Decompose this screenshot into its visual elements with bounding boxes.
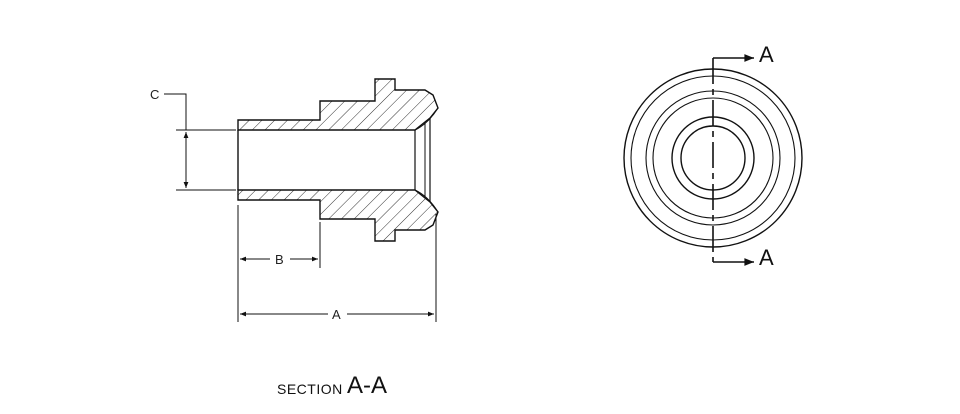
dimension-a-label: A	[332, 307, 341, 322]
section-title: SECTION A-A	[277, 372, 387, 399]
section-view	[237, 78, 439, 242]
cutting-plane-label-bottom: A	[759, 245, 774, 270]
lower-wall-section	[237, 189, 439, 242]
dimension-b: B	[237, 205, 321, 268]
dimension-a: A	[237, 214, 437, 322]
upper-wall-section	[237, 78, 439, 131]
dimension-c: C	[150, 87, 236, 191]
cutting-plane-label-top: A	[759, 42, 774, 67]
section-title-name: A-A	[347, 372, 387, 399]
flare-curve-bottom	[414, 189, 439, 213]
end-view: A A	[623, 42, 803, 270]
flare-curve-top	[414, 107, 439, 131]
section-title-prefix: SECTION	[277, 381, 343, 397]
dimension-b-label: B	[275, 252, 284, 267]
dimension-c-label: C	[150, 87, 159, 102]
